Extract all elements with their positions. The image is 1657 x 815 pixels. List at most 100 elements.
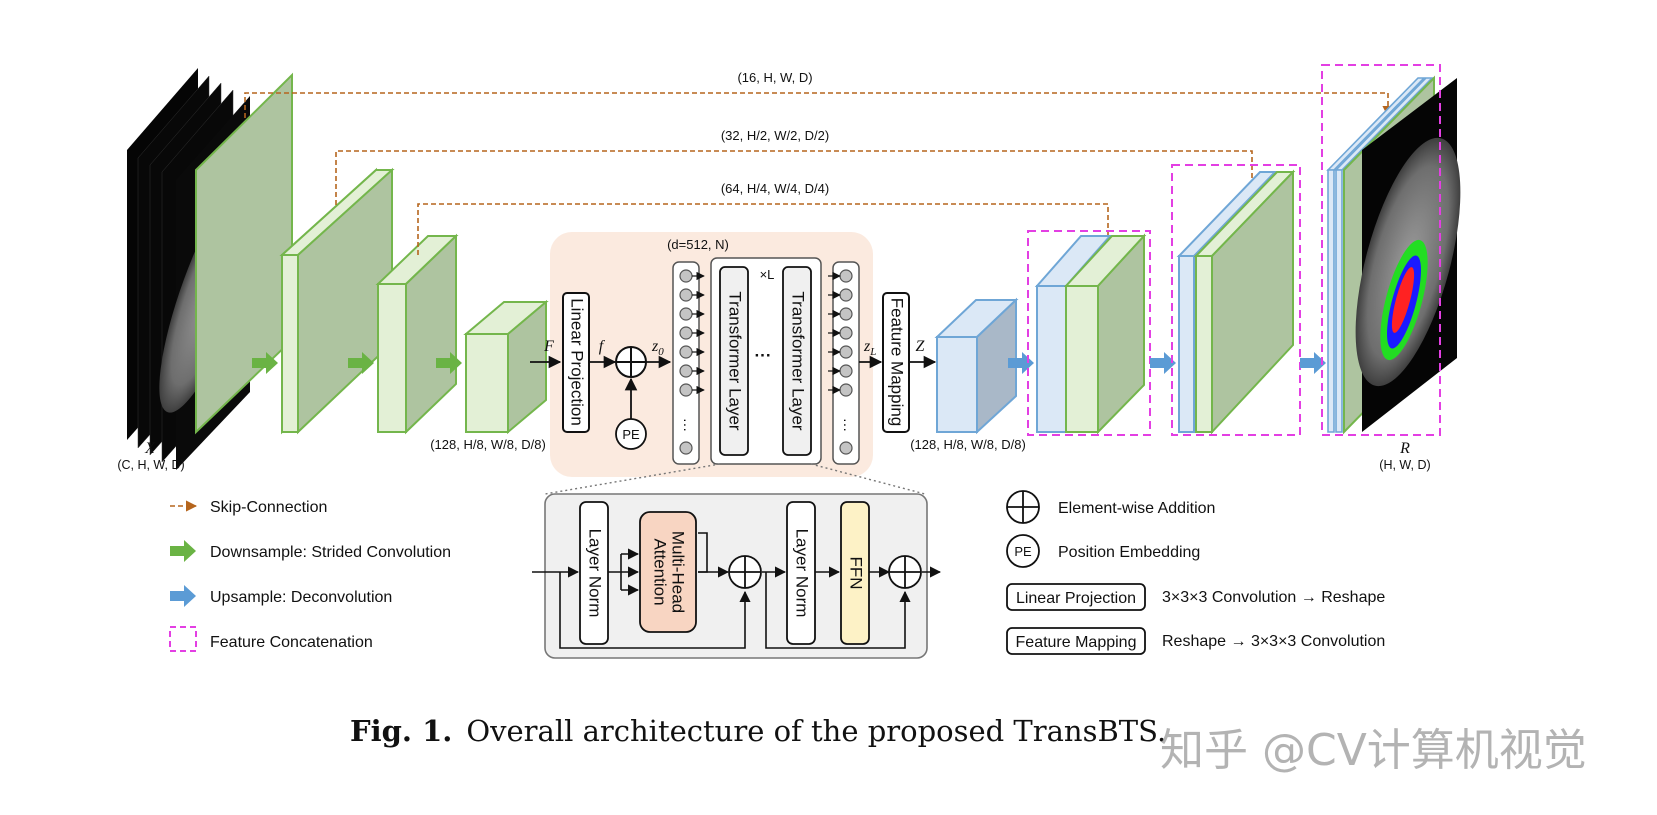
symbol-X: X: [144, 440, 156, 457]
decoder-block-2: [1034, 233, 1147, 435]
legend-lp-desc: 3×3×3 Convolution → Reshape: [1162, 589, 1385, 606]
downsample-legend-icon: [170, 540, 196, 562]
detail-layer-norm-1: Layer Norm: [579, 501, 609, 645]
detail-layer-norm-2: Layer Norm: [786, 501, 816, 645]
skip-dim-2: (32, H/2, W/2, D/2): [721, 128, 829, 143]
concat-box-3: [1321, 64, 1441, 436]
mha-label-2: Attention: [651, 538, 670, 605]
ffn-label: FFN: [847, 556, 866, 589]
token-node: [679, 441, 693, 455]
layer-norm-1-label: Layer Norm: [586, 529, 605, 618]
token-dims: (d=512, N): [667, 237, 729, 252]
legend-concat-label: Feature Concatenation: [210, 634, 373, 651]
legend-upsample: Upsample: Deconvolution: [170, 585, 392, 607]
concat-legend-icon: [169, 626, 197, 652]
input-shape: (C, H, W, D): [117, 458, 184, 472]
legend-lp-box-label: Linear Projection: [1016, 590, 1136, 607]
token-ellipsis: ···: [678, 418, 694, 432]
symbol-R: R: [1399, 440, 1410, 457]
downsample-arrow-2: [348, 352, 374, 374]
token-node: [839, 288, 853, 302]
token-column-right: ···: [828, 261, 860, 465]
token-column-left: ···: [672, 261, 705, 465]
skip-connection-2: [335, 150, 1258, 205]
skip-connection-1: [244, 92, 1394, 118]
transformer-layer-L: Transformer Layer: [782, 266, 812, 456]
caption-text: Overall architecture of the proposed Tra…: [466, 714, 1166, 748]
concat-box-2: [1171, 164, 1301, 436]
figure-caption: Fig. 1. Overall architecture of the prop…: [350, 714, 1166, 748]
add-operator: [615, 346, 647, 378]
legend-up-label: Upsample: Deconvolution: [210, 589, 392, 606]
legend-linear-projection: Linear Projection 3×3×3 Convolution → Re…: [1006, 583, 1385, 611]
legend-concat: Feature Concatenation: [169, 626, 373, 652]
decoder-in-shape: (128, H/8, W/8, D/8): [910, 437, 1026, 452]
linear-projection-block: Linear Projection: [562, 292, 590, 433]
legend-add: Element-wise Addition: [1006, 490, 1215, 524]
legend-fm-desc: Reshape → 3×3×3 Convolution: [1162, 633, 1385, 650]
detail-add-1: [728, 555, 762, 589]
symbol-zL: zL: [863, 338, 876, 358]
upsample-arrow-3: [1300, 352, 1326, 374]
symbol-f: f: [599, 338, 606, 355]
token-node: [679, 364, 693, 378]
legend-down-label: Downsample: Strided Convolution: [210, 544, 451, 561]
transformer-layer-L-label: Transformer Layer: [789, 291, 808, 431]
legend-fm-box-label: Feature Mapping: [1016, 634, 1137, 651]
detail-add-2: [888, 555, 922, 589]
decoder-block-1: [934, 297, 1019, 435]
downsample-arrows: [252, 352, 462, 374]
symbol-F: F: [543, 338, 554, 355]
feature-mapping-label: Feature Mapping: [888, 298, 907, 427]
token-node: [839, 364, 853, 378]
downsample-arrow-1: [252, 352, 278, 374]
upsample-arrow-2: [1150, 352, 1176, 374]
skip-connection-3: [417, 203, 1114, 256]
upsample-legend-icon: [170, 585, 196, 607]
token-node: [839, 307, 853, 321]
legend-skip: Skip-Connection: [170, 499, 327, 516]
detail-mha: Multi-Head Attention: [639, 511, 697, 633]
encoder-block-4: [463, 299, 549, 435]
token-node: [839, 383, 853, 397]
token-node: [679, 288, 693, 302]
feature-mapping-block: Feature Mapping: [882, 292, 910, 433]
token-node: [839, 441, 853, 455]
legend-skip-label: Skip-Connection: [210, 499, 327, 516]
symbol-Z: Z: [916, 338, 926, 355]
token-node: [839, 326, 853, 340]
output-shape: (H, W, D): [1379, 458, 1430, 472]
token-node: [839, 269, 853, 283]
legend-pe-icon-label: PE: [1014, 544, 1032, 559]
token-node: [679, 269, 693, 283]
skip-dim-1: (16, H, W, D): [737, 70, 812, 85]
token-ellipsis: ···: [838, 418, 854, 432]
pe-legend-icon: [1006, 534, 1040, 568]
legend-add-label: Element-wise Addition: [1058, 500, 1215, 517]
token-node: [679, 383, 693, 397]
encoder-out-shape: (128, H/8, W/8, D/8): [430, 437, 546, 452]
skip-connections: [244, 92, 1394, 256]
legend-pe-label: Position Embedding: [1058, 544, 1200, 561]
downsample-arrow-3: [436, 352, 462, 374]
symbol-z0: z0: [651, 338, 664, 358]
token-node: [679, 345, 693, 359]
legend-downsample: Downsample: Strided Convolution: [170, 540, 451, 562]
token-node: [679, 326, 693, 340]
transformer-layer-1-label: Transformer Layer: [726, 291, 745, 431]
token-node: [839, 345, 853, 359]
concat-box-1: [1027, 230, 1151, 436]
legend-pe: PE Position Embedding: [1006, 534, 1200, 568]
layer-norm-2-label: Layer Norm: [793, 529, 812, 618]
detail-ffn: FFN: [840, 501, 870, 645]
output-segmentation: [1355, 78, 1461, 432]
detail-flow: [532, 532, 942, 649]
legend-feature-mapping: Feature Mapping Reshape → 3×3×3 Convolut…: [1006, 627, 1385, 655]
encoder-block-2: [279, 167, 395, 435]
times-L: ×L: [760, 267, 775, 282]
decoder-block-3: [1176, 169, 1296, 435]
token-node: [679, 307, 693, 321]
watermark: 知乎 @CV计算机视觉: [1160, 725, 1587, 776]
caption-label: Fig. 1.: [350, 714, 452, 748]
